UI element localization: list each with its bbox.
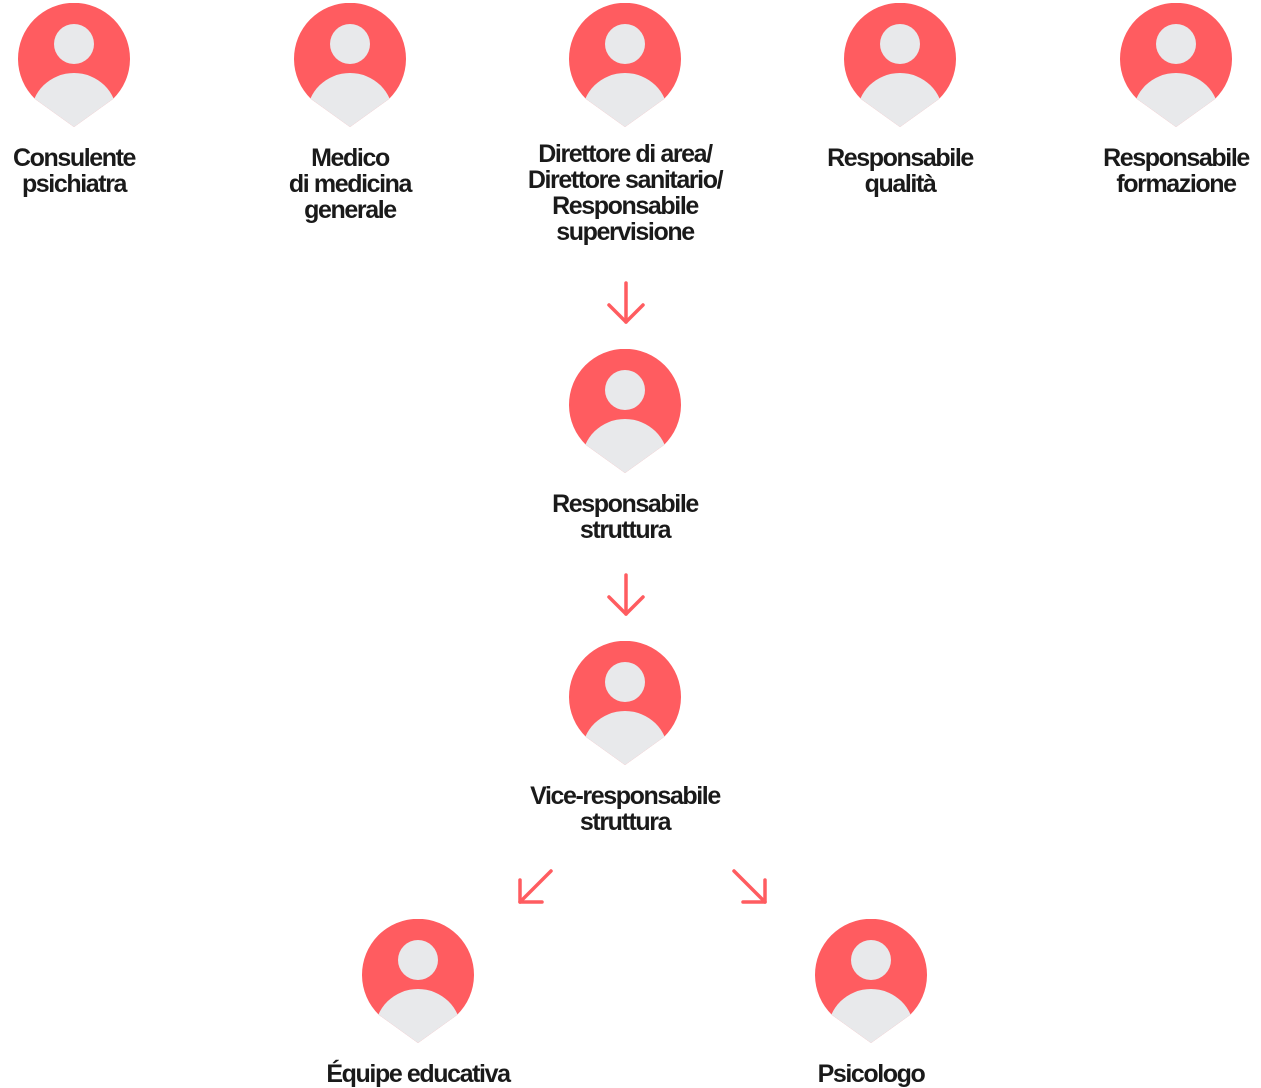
- node-label: Psicologo: [741, 1061, 1001, 1087]
- label-line: struttura: [579, 516, 672, 544]
- label-line: Psicologo: [817, 1060, 926, 1088]
- label-line: Responsabile: [552, 192, 699, 220]
- arrow-down-left-icon: [518, 869, 553, 904]
- label-line: Direttore di area/: [538, 140, 713, 168]
- node-label: Medico di medicina generale: [220, 145, 480, 223]
- label-line: Responsabile: [827, 144, 974, 172]
- person-icon: [815, 919, 927, 1043]
- person-icon: [294, 3, 406, 127]
- arrow-down-right-icon: [732, 869, 767, 904]
- node-responsabile-qualita: Responsabile qualità: [770, 3, 1030, 197]
- label-line: Direttore sanitario/: [527, 166, 724, 194]
- label-line: Medico: [311, 144, 390, 172]
- label-line: Consulente: [12, 144, 137, 172]
- node-psicologo: Psicologo: [741, 919, 1001, 1087]
- person-icon: [1120, 3, 1232, 127]
- node-label: Vice-responsabile struttura: [495, 783, 755, 835]
- node-direttore: Direttore di area/ Direttore sanitario/ …: [495, 3, 755, 245]
- label-line: struttura: [579, 808, 672, 836]
- node-medico-medicina-generale: Medico di medicina generale: [220, 3, 480, 223]
- node-label: Équipe educativa: [288, 1061, 548, 1087]
- label-line: psichiatra: [21, 170, 128, 198]
- node-equipe-educativa: Équipe educativa: [288, 919, 548, 1087]
- node-responsabile-formazione: Responsabile formazione: [1046, 3, 1261, 197]
- person-icon: [18, 3, 130, 127]
- label-line: Vice-responsabile: [530, 782, 721, 810]
- node-responsabile-struttura: Responsabile struttura: [495, 349, 755, 543]
- label-line: qualità: [864, 170, 937, 198]
- arrow-down-icon: [607, 573, 645, 616]
- arrow-down-icon: [607, 281, 645, 324]
- person-icon: [362, 919, 474, 1043]
- label-line: supervisione: [556, 218, 695, 246]
- node-label: Responsabile formazione: [1046, 145, 1261, 197]
- person-icon: [844, 3, 956, 127]
- node-label: Consulente psichiatra: [0, 145, 204, 197]
- node-consulente-psichiatra: Consulente psichiatra: [0, 3, 204, 197]
- label-line: di medicina: [288, 170, 413, 198]
- label-line: generale: [304, 196, 397, 224]
- person-icon: [569, 3, 681, 127]
- node-label: Direttore di area/ Direttore sanitario/ …: [495, 141, 755, 245]
- label-line: Équipe educativa: [326, 1060, 511, 1088]
- person-icon: [569, 349, 681, 473]
- label-line: Responsabile: [1103, 144, 1250, 172]
- node-vice-responsabile-struttura: Vice-responsabile struttura: [495, 641, 755, 835]
- node-label: Responsabile struttura: [495, 491, 755, 543]
- node-label: Responsabile qualità: [770, 145, 1030, 197]
- label-line: Responsabile: [552, 490, 699, 518]
- label-line: formazione: [1116, 170, 1237, 198]
- person-icon: [569, 641, 681, 765]
